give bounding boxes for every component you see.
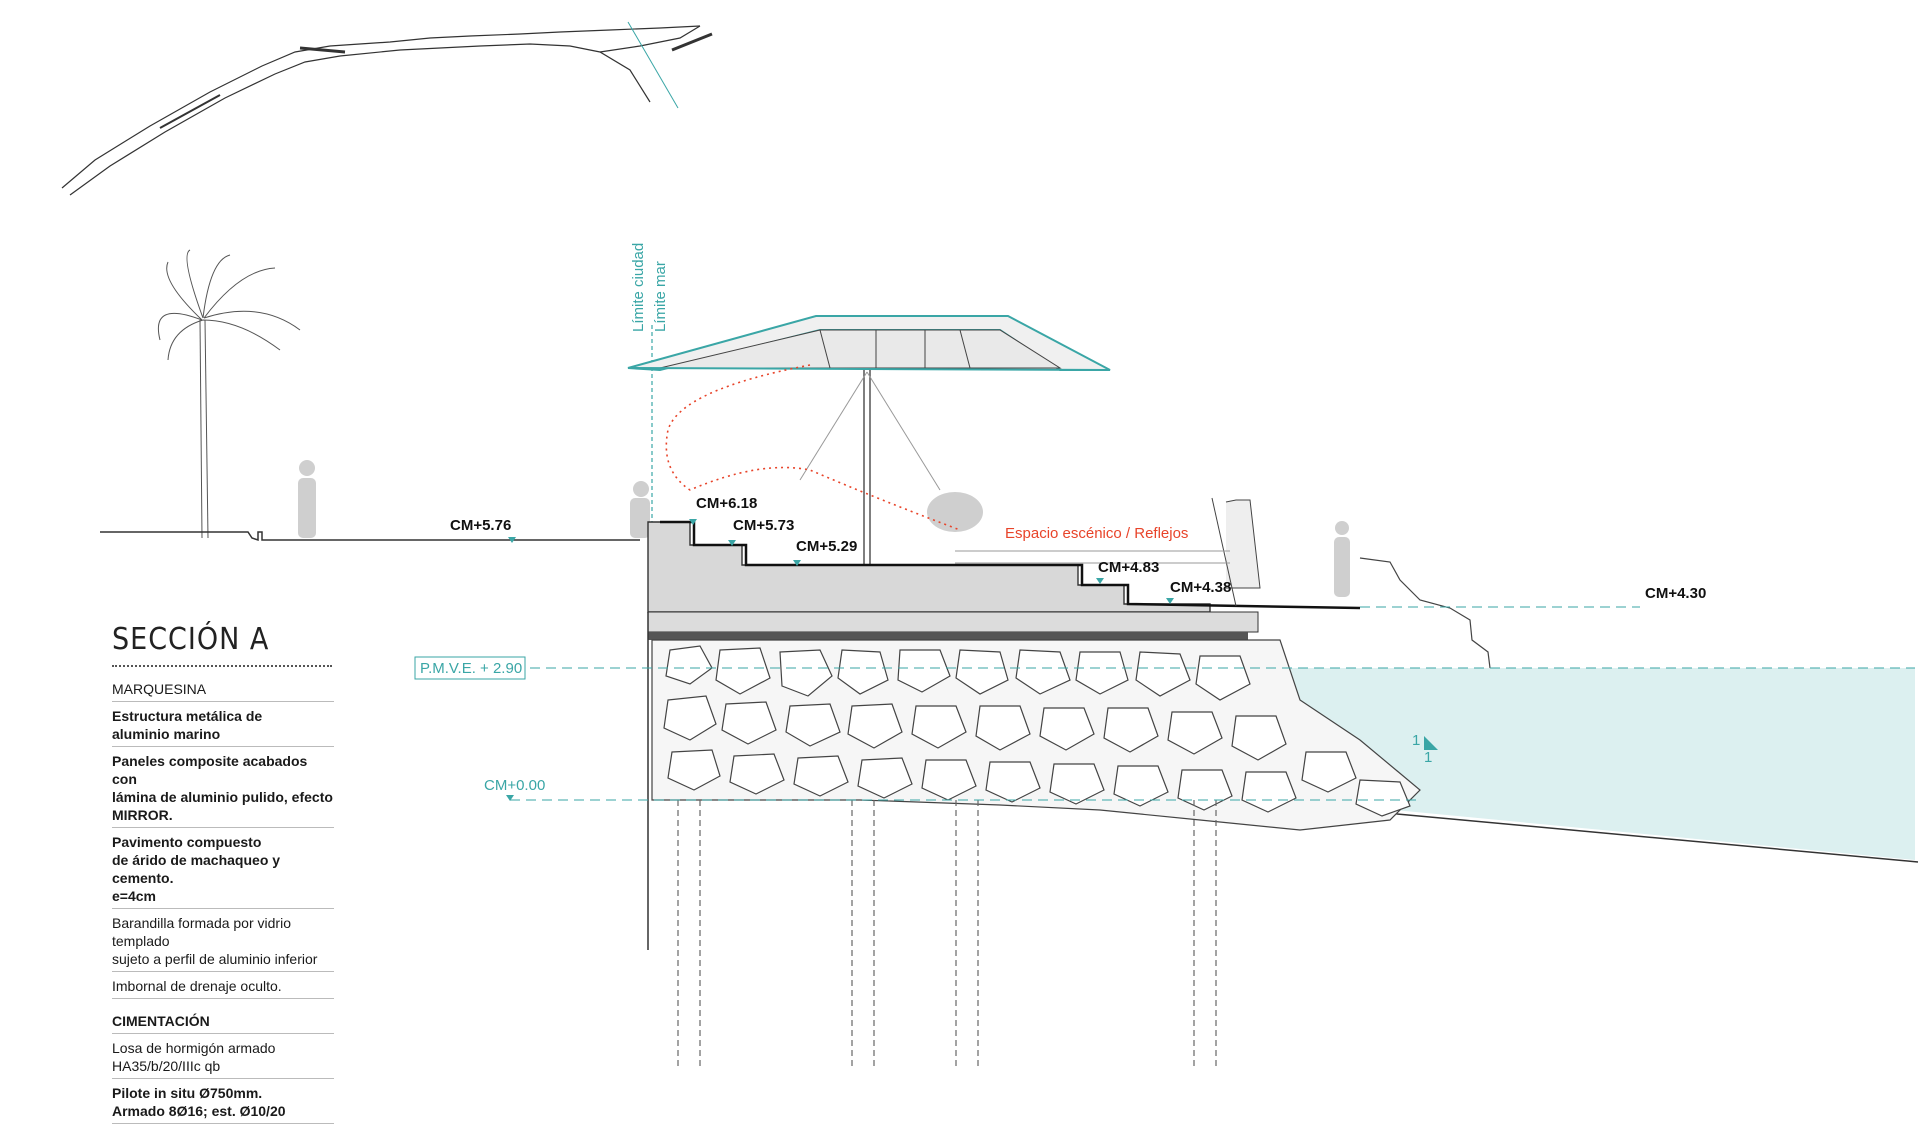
palm-tree [158,249,301,539]
level-cm529: CM+5.29 [796,538,857,555]
level-markers [506,519,1438,801]
limite-mar-label: Límite mar [652,261,669,332]
escenico-label: Espacio escénico / Reflejos [1005,525,1188,542]
legend-item: Estructura metálica de aluminio marino [112,702,334,747]
piles [677,800,1217,1070]
level-cm438: CM+4.38 [1170,579,1231,596]
canopy [627,315,1111,612]
legend-item: Losa de hormigón armado HA35/b/20/IIIc q… [112,1034,334,1079]
pmve-label: P.M.V.E. + 2.90 [420,660,522,677]
legend-item: Pilote in situ Ø750mm. Armado 8Ø16; est.… [112,1079,334,1124]
limite-ciudad-label: Límite ciudad [630,243,647,332]
slope-v-label: 1 [1412,732,1420,749]
legend-item: Barandilla formada por vidrio templado s… [112,909,334,972]
pmve-box [414,656,526,680]
legend-item: Imbornal de drenaje oculto. [112,972,334,999]
reflection-curve [665,364,961,531]
level-cm618: CM+6.18 [696,495,757,512]
level-cm573: CM+5.73 [733,517,794,534]
marquesina-heading: MARQUESINA [112,681,334,702]
seabed [1299,804,1919,863]
rock-fill [651,639,1421,831]
slope-h-label: 1 [1424,749,1432,766]
level-cm576: CM+5.76 [450,517,511,534]
section-title: SECCIÓN A [112,622,332,667]
level-cm430: CM+4.30 [1645,585,1706,602]
legend-item: Paneles composite acabados con lámina de… [112,747,334,828]
shore-rocks [1359,557,1491,669]
street-ground [100,531,640,542]
stepped-plaza [647,497,1361,950]
legend: SECCIÓN A MARQUESINA Estructura metálica… [112,622,334,1124]
cm000-label: CM+0.00 [484,777,545,794]
people [298,460,1350,597]
key-plan [61,21,713,196]
section-drawing: Límite ciudad Límite mar CM+5.76 CM+6.18… [61,21,1919,1070]
level-cm483: CM+4.83 [1098,559,1159,576]
water [1290,668,1915,860]
legend-item: Pavimento compuesto de árido de machaque… [112,828,334,909]
cimentacion-heading: CIMENTACIÓN [112,1013,334,1034]
